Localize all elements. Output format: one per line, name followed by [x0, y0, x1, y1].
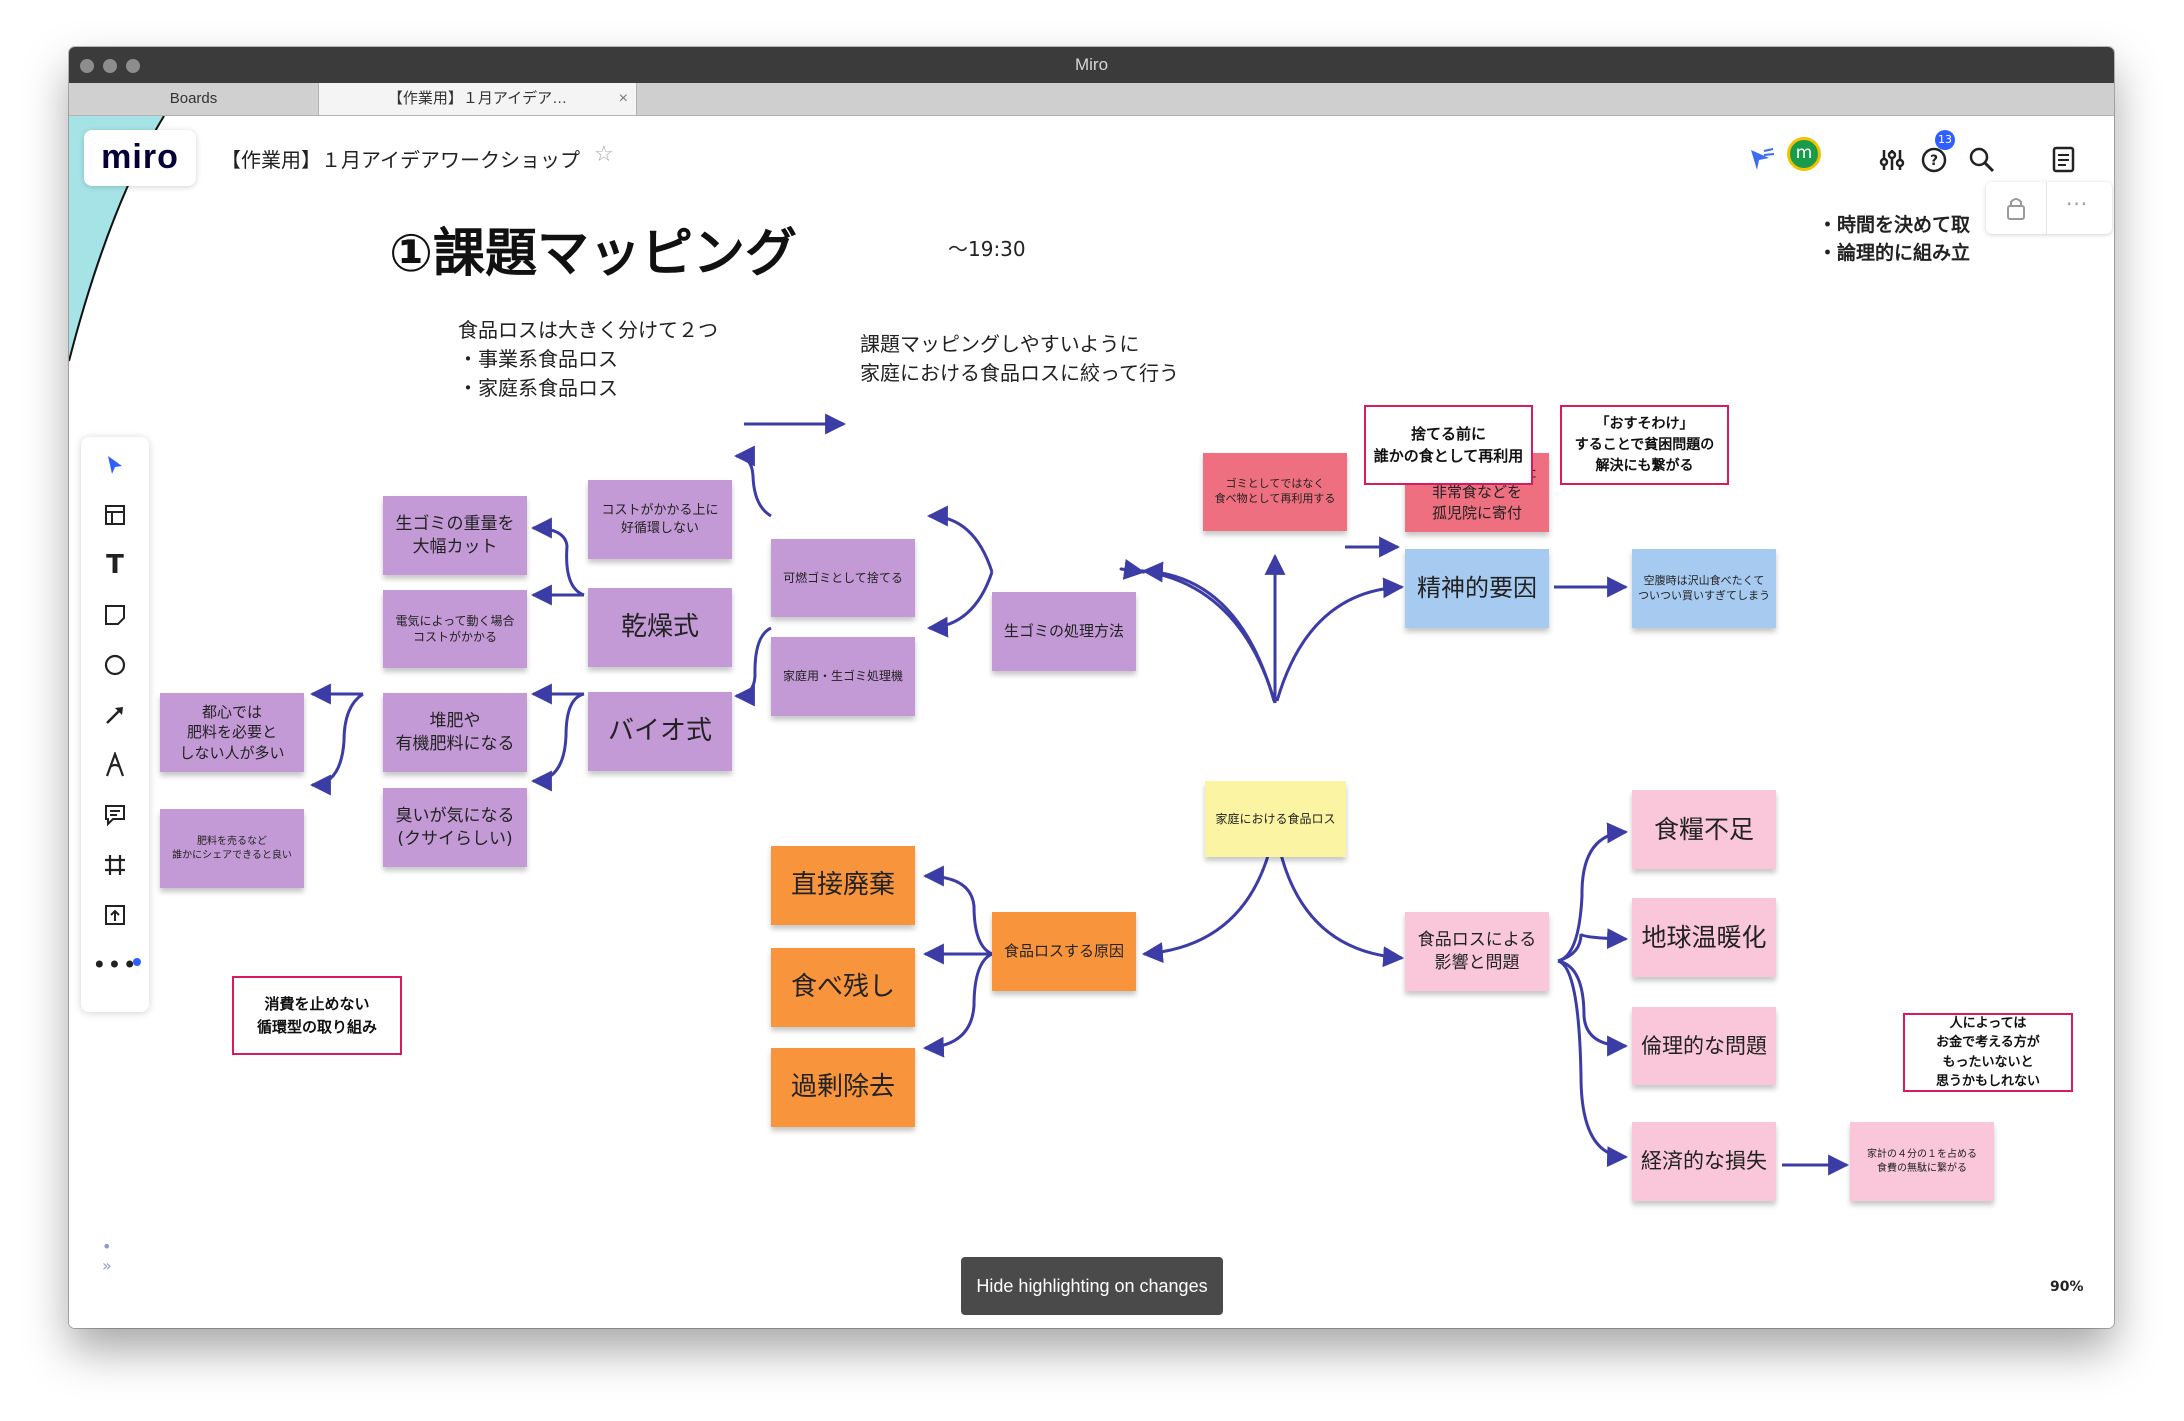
star-icon[interactable]: ☆ — [594, 142, 614, 167]
template-icon[interactable] — [81, 493, 149, 537]
text-icon[interactable]: T — [106, 550, 124, 580]
sticky-quarter-budget[interactable]: 家計の４分の１を占める 食費の無駄に繋がる — [1850, 1122, 1994, 1201]
miro-logo[interactable]: miro — [84, 130, 196, 186]
window-title: Miro — [1074, 55, 1109, 74]
arrows — [309, 413, 1850, 1176]
comment-icon[interactable] — [81, 793, 149, 837]
tab-close-icon[interactable]: × — [618, 90, 628, 107]
sticky-direct-disposal[interactable]: 直接廃棄 — [771, 846, 915, 925]
sticky-cost-not-cycle[interactable]: コストがかかる上に 好循環しない — [588, 480, 732, 559]
sticky-center[interactable]: 家庭における食品ロス — [1205, 781, 1346, 857]
sticky-city-no-need[interactable]: 都心では 肥料を必要と しない人が多い — [160, 693, 304, 772]
sticky-garbage-method[interactable]: 生ゴミの処理方法 — [992, 592, 1136, 671]
sticky-weight-cut[interactable]: 生ゴミの重量を 大幅カット — [383, 496, 527, 575]
line-icon[interactable] — [81, 693, 149, 737]
shape-icon[interactable] — [81, 643, 149, 687]
hide-highlighting-button[interactable]: Hide highlighting on changes — [961, 1257, 1223, 1315]
board-title[interactable]: 【作業用】１月アイデアワークショップ — [221, 148, 580, 172]
frame-osusowake[interactable]: 「おすそわけ」 することで貧困問題の 解決にも繋がる — [1560, 405, 1729, 485]
sticky-economic[interactable]: 経済的な損失 — [1632, 1122, 1776, 1201]
more-tools-icon[interactable]: ••• — [92, 951, 138, 979]
time-label[interactable]: ～19:30 — [948, 237, 1026, 261]
svg-text:?: ? — [1930, 153, 1938, 169]
user-avatar[interactable]: m — [1787, 137, 1821, 171]
tab-bar: Boards 【作業用】１月アイデア… × — [69, 83, 2114, 116]
sticky-bio[interactable]: バイオ式 — [588, 692, 732, 771]
sticky-food-shortage[interactable]: 食糧不足 — [1632, 790, 1776, 869]
sticky-sell-share[interactable]: 肥料を売るなど 誰かにシェアできると良い — [160, 809, 304, 888]
zoom-level[interactable]: 90% — [2050, 1279, 2084, 1295]
upload-icon[interactable] — [81, 893, 149, 937]
sticky-icon[interactable] — [81, 593, 149, 637]
help-icon[interactable]: ? — [1920, 145, 1950, 175]
top-right-note-2[interactable]: ・論理的に組み立 — [1818, 242, 1971, 264]
select-icon[interactable] — [81, 443, 149, 487]
sticky-electric-cost[interactable]: 電気によって動く場合 コストがかかる — [383, 590, 527, 668]
sticky-compost[interactable]: 堆肥や 有機肥料になる — [383, 693, 527, 772]
board-canvas[interactable]: miro 【作業用】１月アイデアワークショップ ☆ m ? 13 — [69, 116, 2114, 1328]
reactions-icon[interactable] — [1747, 146, 1777, 176]
frame-mottainai[interactable]: 人によっては お金で考える方が もったいないと 思うかもしれない — [1903, 1013, 2073, 1092]
sticky-cause[interactable]: 食品ロスする原因 — [992, 912, 1136, 991]
board-heading[interactable]: ①課題マッピング — [389, 224, 798, 284]
title-bar: Miro — [69, 47, 2114, 83]
lock-icon[interactable] — [2004, 195, 2028, 221]
frame-before-throw[interactable]: 捨てる前に 誰かの食として再利用 — [1364, 405, 1533, 485]
sticky-mental[interactable]: 精神的要因 — [1405, 549, 1549, 628]
tab-label: 【作業用】１月アイデア… — [387, 90, 568, 107]
notification-badge: 13 — [1935, 130, 1955, 150]
search-icon[interactable] — [1967, 145, 1997, 175]
sticky-ethical[interactable]: 倫理的な問題 — [1632, 1007, 1776, 1085]
frame-icon[interactable] — [81, 843, 149, 887]
sticky-burnable[interactable]: 可燃ゴミとして捨てる — [771, 539, 915, 617]
object-actions: ··· — [1986, 182, 2112, 234]
app-window: Miro Boards 【作業用】１月アイデア… × — [69, 47, 2114, 1328]
close-window-icon[interactable] — [80, 59, 94, 73]
sticky-over-removal[interactable]: 過剰除去 — [771, 1048, 915, 1127]
settings-sliders-icon[interactable] — [1878, 146, 1906, 174]
frame-circular[interactable]: 消費を止めない 循環型の取り組み — [232, 976, 402, 1055]
pen-icon[interactable] — [81, 743, 149, 787]
notes-icon[interactable] — [2050, 145, 2078, 175]
sticky-home-processor[interactable]: 家庭用・生ゴミ処理機 — [771, 637, 915, 716]
intro-left[interactable]: 食品ロスは大きく分けて２つ ・事業系食品ロス ・家庭系食品ロス — [458, 318, 718, 400]
tab-board-workshop[interactable]: 【作業用】１月アイデア… × — [319, 83, 637, 115]
connector-layer — [69, 116, 1850, 1176]
intro-right[interactable]: 課題マッピングしやすいように 家庭における食品ロスに絞って行う — [860, 332, 1179, 385]
minimize-window-icon[interactable] — [103, 59, 117, 73]
tab-boards[interactable]: Boards — [69, 83, 319, 115]
sticky-drying[interactable]: 乾燥式 — [588, 588, 732, 667]
top-right-note-1[interactable]: ・時間を決めて取 — [1818, 214, 1971, 236]
expand-icon[interactable]: •» — [102, 1237, 112, 1275]
sticky-impact[interactable]: 食品ロスによる 影響と問題 — [1405, 912, 1549, 991]
sticky-global-warming[interactable]: 地球温暖化 — [1632, 898, 1776, 977]
sticky-hungry-buy[interactable]: 空腹時は沢山食べたくて ついつい買いすぎてしまう — [1632, 549, 1776, 628]
sticky-leftovers[interactable]: 食べ残し — [771, 948, 915, 1027]
sticky-reuse-food[interactable]: ゴミとしてではなく 食べ物として再利用する — [1203, 453, 1347, 531]
zoom-window-icon[interactable] — [126, 59, 140, 73]
left-toolbar: T ••• — [81, 437, 149, 1012]
more-icon[interactable]: ··· — [2066, 192, 2089, 216]
sticky-smell[interactable]: 臭いが気になる (クサイらしい) — [383, 788, 527, 867]
